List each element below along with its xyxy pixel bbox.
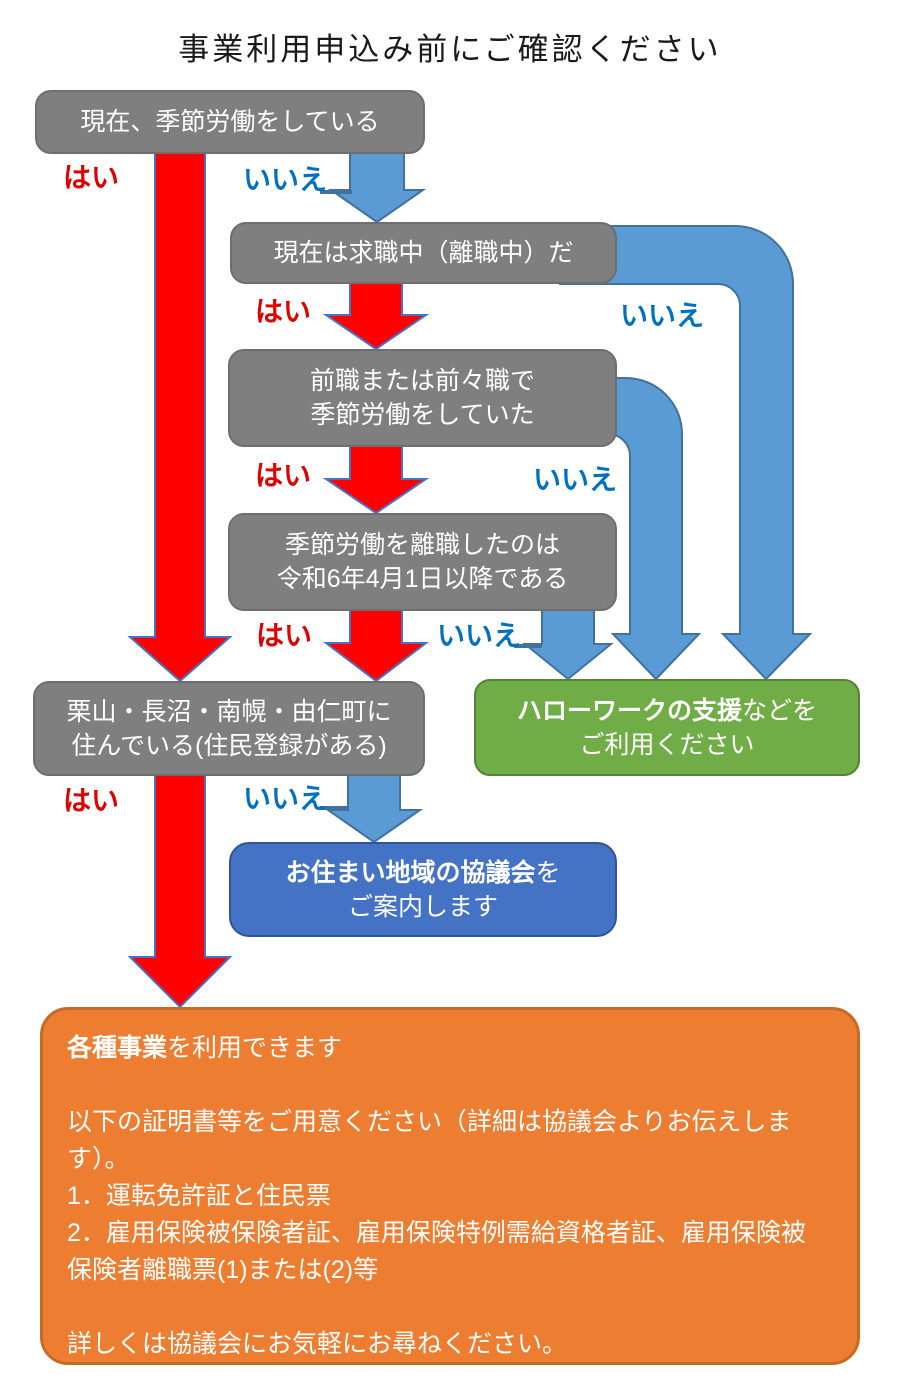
result-text-bold: お住まい地域の協議会 — [285, 858, 536, 887]
question-text-line1: 季節労働を離職したのは — [284, 531, 560, 559]
arrow-no-q4-to-hellowork — [522, 607, 614, 681]
arrow-no-q1-to-q2 — [327, 149, 427, 224]
label-connector-q5 — [320, 806, 348, 810]
services-blank-line — [67, 1067, 833, 1104]
result-text-line1: ハローワークの支援などを — [517, 694, 817, 728]
question-text-line2: 季節労働をしていた — [310, 401, 535, 429]
services-body-line: 1．運転免許証と住民票 — [67, 1182, 331, 1210]
label-yes-q5: はい — [63, 785, 120, 816]
page-title: 事業利用申込み前にご確認ください — [178, 32, 722, 67]
question-text-line2: 住んでいる(住民登録がある) — [71, 731, 387, 760]
result-box-council: お住まい地域の協議会を ご案内します — [229, 842, 617, 937]
services-body-line: 以下の証明書等をご用意ください（詳細は協議会よりお伝えしま — [67, 1108, 792, 1136]
services-heading: 各種事業を利用できます — [67, 1030, 833, 1067]
label-no-q4: いいえ — [437, 620, 522, 651]
result-text-rest: などを — [742, 696, 818, 725]
label-no-q3: いいえ — [533, 464, 618, 495]
services-heading-bold: 各種事業 — [67, 1034, 168, 1062]
question-box-seasonal-now: 現在、季節労働をしている — [35, 90, 425, 154]
label-no-q1: いいえ — [243, 164, 328, 195]
services-body-line — [67, 1289, 833, 1326]
arrow-yes-q2-to-q3 — [322, 279, 430, 351]
question-box-residence: 栗山・長沼・南幌・由仁町に 住んでいる(住民登録がある) — [33, 681, 425, 776]
question-text-line2: 令和6年4月1日以降である — [276, 565, 569, 593]
label-connector-q1 — [320, 190, 352, 194]
result-text-line2: ご案内します — [347, 892, 498, 921]
result-box-services: 各種事業を利用できます 以下の証明書等をご用意ください（詳細は協議会よりお伝えし… — [40, 1007, 860, 1365]
services-body-line: 詳しくは協議会にお気軽にお尋ねください。 — [67, 1330, 568, 1358]
label-yes-q3: はい — [255, 460, 312, 491]
services-body-line: 保険者離職票(1)または(2)等 — [67, 1256, 379, 1284]
arrow-no-q2-to-hellowork — [559, 225, 813, 681]
result-box-hellowork: ハローワークの支援などを ご利用ください — [474, 679, 860, 776]
result-text-line1: お住まい地域の協議会を — [285, 856, 560, 890]
label-connector-q4 — [514, 644, 542, 648]
label-yes-q4: はい — [256, 620, 313, 651]
services-heading-rest: を利用できます — [167, 1034, 343, 1062]
label-no-q5: いいえ — [243, 783, 328, 814]
arrow-yes-q4-to-q5 — [323, 607, 429, 683]
question-text-line1: 前職または前々職で — [309, 367, 535, 395]
label-yes-q1: はい — [63, 162, 120, 193]
arrow-yes-q3-to-q4 — [322, 442, 430, 515]
result-text-bold: ハローワークの支援 — [516, 696, 742, 725]
question-box-leave-date: 季節労働を離職したのは 令和6年4月1日以降である — [228, 513, 617, 611]
question-text-line1: 栗山・長沼・南幌・由仁町に — [66, 697, 392, 726]
question-text: 現在、季節労働をしている — [80, 108, 380, 136]
arrow-yes-q5-to-services — [127, 771, 233, 1009]
arrow-no-q3-to-hellowork — [559, 377, 702, 681]
label-yes-q2: はい — [255, 296, 312, 327]
question-box-previous-seasonal: 前職または前々職で 季節労働をしていた — [228, 349, 617, 447]
services-body-line: す）。 — [67, 1145, 130, 1173]
services-body-line: 2．雇用保険被保険者証、雇用保険特例需給資格者証、雇用保険被 — [67, 1219, 806, 1247]
result-text-rest: を — [535, 858, 561, 887]
result-text-line2: ご利用ください — [579, 730, 755, 759]
question-text: 現在は求職中（離職中）だ — [273, 239, 574, 267]
label-no-q2: いいえ — [620, 300, 705, 331]
question-box-job-seeking: 現在は求職中（離職中）だ — [230, 222, 617, 284]
arrow-yes-q1-to-q5 — [127, 149, 233, 683]
